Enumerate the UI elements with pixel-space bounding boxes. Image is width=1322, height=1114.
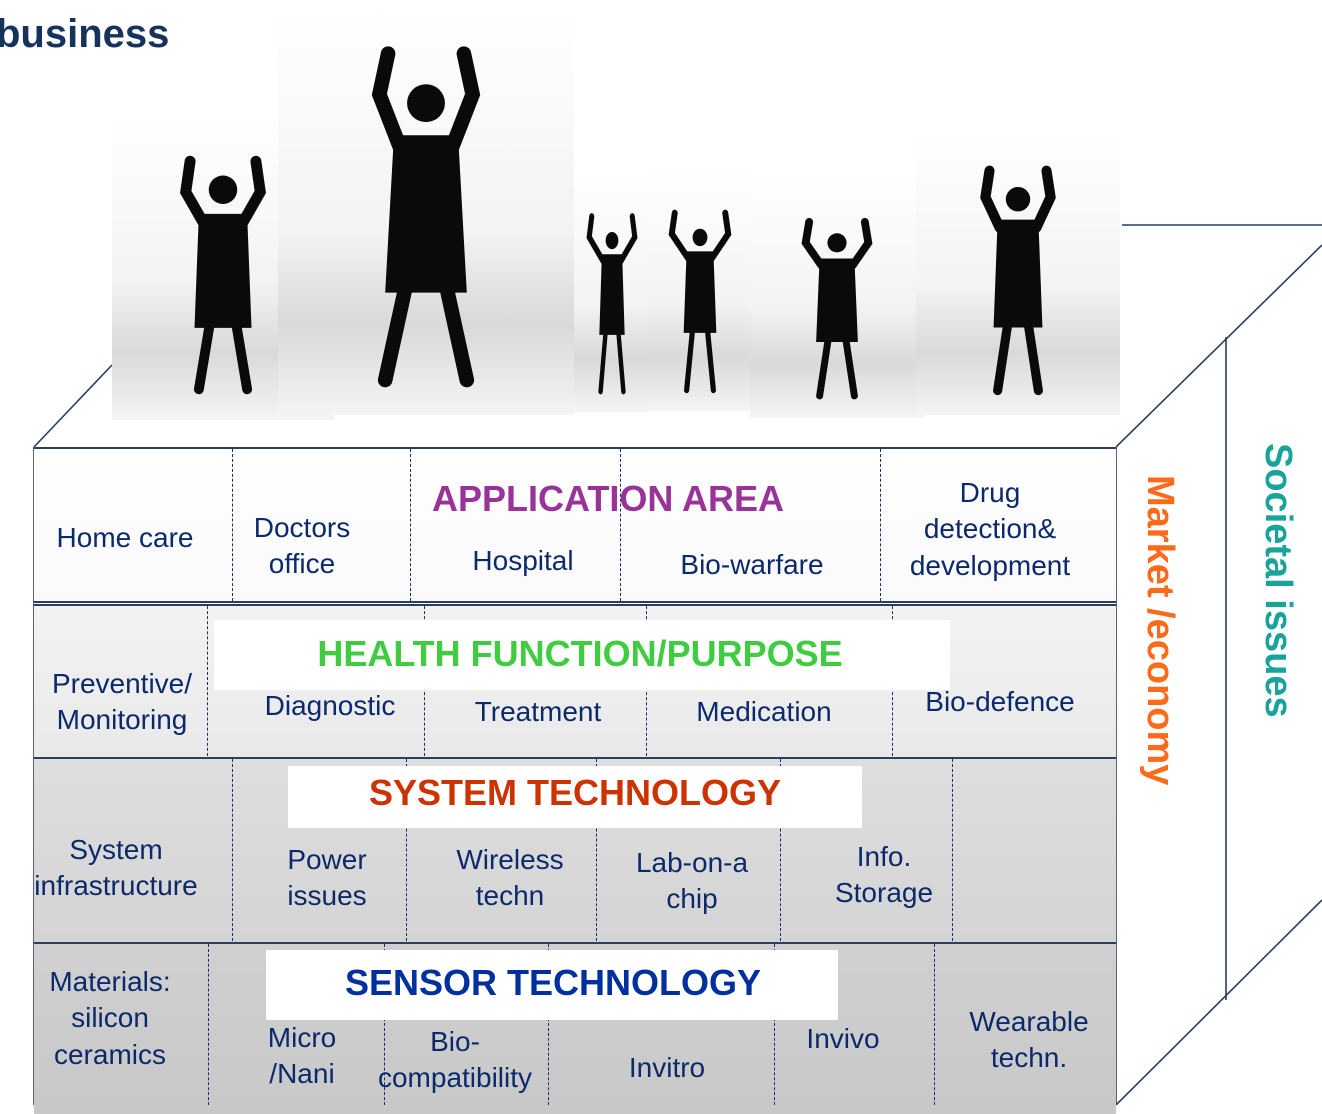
cell-divider — [934, 944, 935, 1105]
application-area-heading: APPLICATION AREA — [431, 478, 785, 519]
figure-photo-6 — [916, 130, 1120, 415]
cell-materials: Materials: silicon ceramics — [49, 966, 171, 1070]
cell-divider — [952, 759, 953, 941]
societal-issues-label: Societal issues — [1257, 443, 1299, 718]
heading-box-health — [214, 620, 950, 690]
application-area-layer — [34, 447, 1116, 604]
layer-divider — [34, 601, 1116, 603]
person-silhouette-icon — [668, 209, 732, 394]
cell-home-care: Home care — [56, 522, 194, 553]
heading-box-sensor — [266, 950, 838, 1020]
page-title: business — [0, 12, 170, 56]
cell-bio-defence: Bio-defence — [925, 686, 1075, 717]
cell-divider — [207, 606, 208, 756]
cell-micro-nani: Micro /Nani — [267, 1022, 337, 1090]
person-silhouette-icon — [801, 218, 873, 400]
cell-divider — [880, 449, 881, 601]
cell-divider — [384, 944, 385, 1105]
cell-medication: Medication — [696, 696, 832, 727]
figure-photo-3 — [574, 172, 650, 412]
figure-photo-5 — [750, 172, 924, 418]
cell-bio-compatibility: Bio- compatibility — [377, 1026, 533, 1094]
market-economy-label: Market /economy — [1139, 475, 1181, 786]
cell-preventive-monitoring: Preventive/ Monitoring — [51, 668, 193, 736]
cell-doctors-office: Doctors office — [253, 512, 351, 580]
cell-hospital: Hospital — [472, 545, 574, 576]
cell-divider — [232, 759, 233, 941]
cell-divider — [208, 944, 209, 1105]
cell-wireless-techn: Wireless techn — [456, 844, 564, 912]
person-silhouette-icon — [371, 46, 481, 388]
cell-bio-warfare: Bio-warfare — [680, 549, 824, 580]
person-silhouette-icon — [980, 165, 1056, 396]
cell-divider — [232, 449, 233, 601]
person-silhouette-icon — [180, 155, 266, 395]
cell-treatment: Treatment — [474, 696, 602, 727]
cell-wearable-techn: Wearable techn. — [969, 1006, 1089, 1074]
person-silhouette-icon — [586, 213, 638, 395]
cell-system-infrastructure: System infrastructure — [34, 834, 198, 902]
cell-lab-on-a-chip: Lab-on-a chip — [635, 847, 749, 915]
figure-photo-2 — [278, 7, 574, 415]
sensor-technology-heading: SENSOR TECHNOLOGY — [344, 962, 762, 1003]
cell-power-issues: Power issues — [287, 844, 367, 912]
heading-box-system — [288, 766, 862, 828]
cell-divider — [780, 759, 781, 941]
cell-invitro: Invitro — [628, 1052, 706, 1083]
cell-divider — [410, 449, 411, 601]
health-function-heading: HEALTH FUNCTION/PURPOSE — [317, 633, 843, 674]
cell-divider — [406, 759, 407, 941]
cell-divider — [548, 944, 549, 1105]
system-technology-heading: SYSTEM TECHNOLOGY — [368, 772, 782, 813]
cell-drug-detection: Drug detection& development — [909, 477, 1071, 581]
figure-photo-4 — [648, 168, 752, 411]
cell-diagnostic: Diagnostic — [264, 690, 396, 721]
cell-divider — [774, 944, 775, 1105]
cell-info-storage: Info. Storage — [834, 841, 934, 909]
cell-divider — [596, 759, 597, 941]
cell-divider — [620, 449, 621, 601]
cell-invivo: Invivo — [806, 1023, 880, 1054]
